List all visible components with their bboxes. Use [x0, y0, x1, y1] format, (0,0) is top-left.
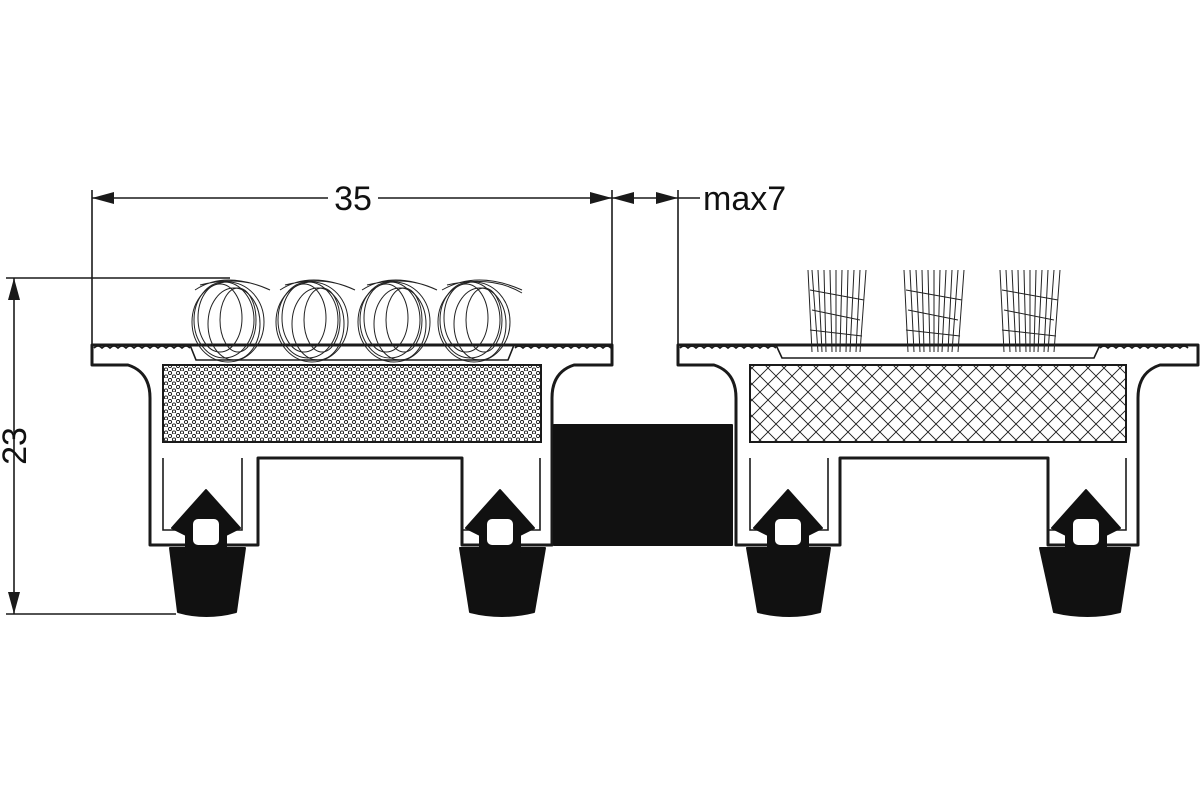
center-spacer-block — [553, 424, 733, 546]
brush-tuft-1 — [807, 269, 867, 353]
gap-dimension-label: max7 — [703, 180, 786, 218]
rubber-foot-1 — [169, 489, 246, 617]
right-profile-top-serration — [679, 345, 1189, 350]
left-insert-recess — [189, 344, 515, 361]
right-profile — [676, 343, 1200, 547]
curl-group-1 — [191, 279, 271, 363]
brush-tufts — [807, 269, 1061, 353]
right-insert-recess — [775, 344, 1101, 359]
width-dimension-label: 35 — [334, 180, 372, 218]
height-dimension-label: 23 — [0, 427, 34, 465]
brush-tuft-3 — [999, 269, 1061, 353]
curl-group-3 — [357, 279, 438, 363]
left-profile-top-serration — [93, 345, 612, 350]
rubber-feet — [169, 489, 1131, 617]
brush-tuft-2 — [903, 269, 965, 353]
dimension-gap: max7 — [612, 180, 786, 345]
dimension-height: 23 — [0, 277, 230, 615]
rubber-foot-3 — [746, 489, 831, 617]
rubber-foot-4 — [1039, 489, 1131, 617]
left-dot-insert — [162, 364, 542, 443]
curl-fibers — [191, 279, 523, 363]
dimension-width: 35 — [91, 180, 613, 345]
left-profile — [90, 343, 614, 547]
curl-group-4 — [437, 279, 523, 363]
curl-group-2 — [275, 279, 356, 363]
right-cross-insert — [749, 364, 1127, 443]
rubber-foot-2 — [459, 489, 546, 617]
